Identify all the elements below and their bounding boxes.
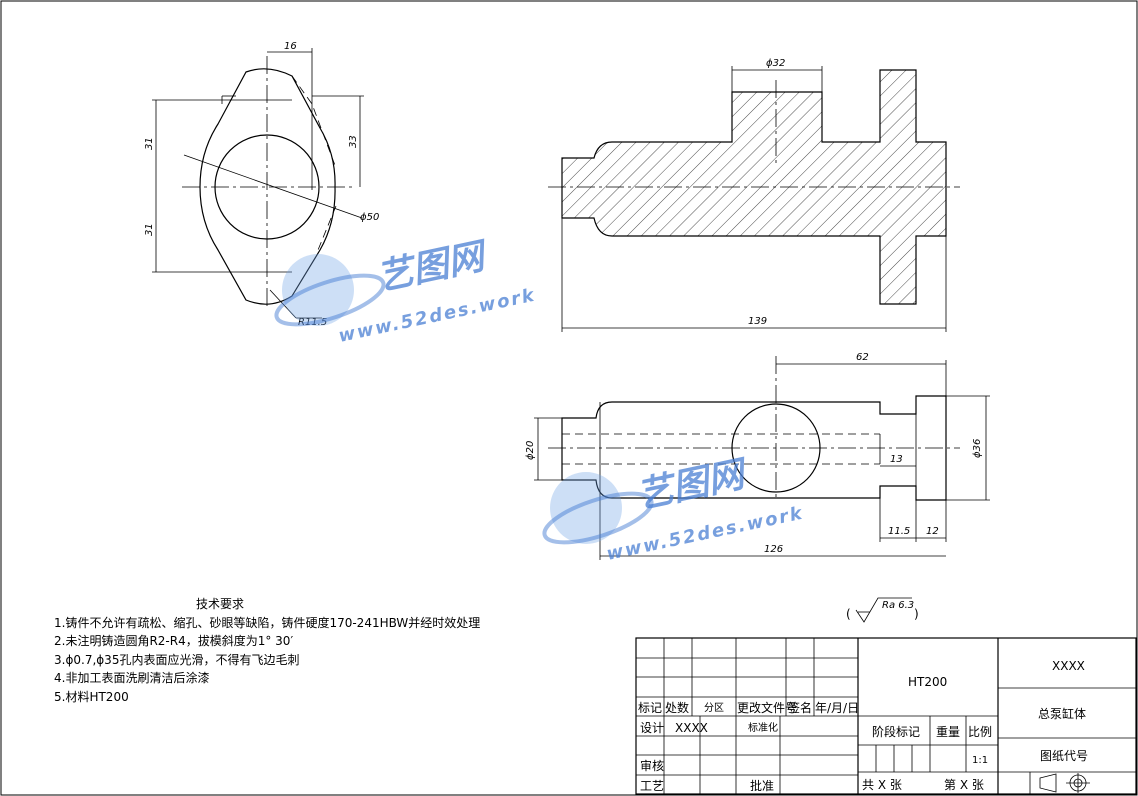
tb-process: 工艺: [640, 779, 664, 793]
tb-scale: 1:1: [972, 755, 988, 766]
watermark-cn-lower: 艺图网: [633, 453, 752, 517]
top-view: 16 31 31 33 ϕ50 R11.5: [144, 41, 379, 328]
dim-126: 126: [764, 544, 783, 555]
side-view: ϕ20 62 ϕ36 13 11.5 12 126: [525, 352, 990, 560]
tb-designer: XXXX: [675, 721, 708, 735]
dim-139: 139: [748, 316, 767, 327]
tb-zone: 分区: [704, 702, 724, 714]
dim-11-5: 11.5: [888, 526, 910, 537]
tb-material: HT200: [908, 675, 947, 689]
tb-date: 年/月/日: [815, 701, 859, 715]
projection-symbol-icon: [1039, 773, 1090, 793]
watermark-en-lower: www.52des.work: [605, 503, 806, 565]
watermark-cn-upper: 艺图网: [373, 235, 492, 299]
tb-change-doc: 更改文件号: [737, 700, 797, 715]
watermark-en-upper: www.52des.work: [337, 285, 538, 347]
tech-title: 技术要求: [196, 597, 244, 611]
tb-signature: 签名: [788, 700, 812, 715]
tb-scale-label: 比例: [968, 725, 992, 739]
watermark-upper: 艺图网 www.52des.work: [274, 235, 538, 347]
tb-part-name: 总泵缸体: [1038, 706, 1086, 721]
tb-weight: 重量: [936, 725, 960, 739]
roughness-value: Ra 6.3: [882, 600, 914, 611]
dim-phi36: ϕ36: [972, 439, 983, 458]
tech-item-1: 1.铸件不允许有疏松、缩孔、砂眼等缺陷，铸件硬度170-241HBW并经时效处理: [54, 615, 480, 630]
tb-review: 审核: [640, 758, 664, 773]
section-view: ϕ32 139: [548, 58, 960, 332]
dim-31-upper: 31: [144, 137, 155, 150]
dim-31-lower: 31: [144, 223, 155, 236]
svg-text:(: (: [846, 607, 851, 621]
tech-item-4: 4.非加工表面洗刷清洁后涂漆: [54, 670, 209, 685]
tech-item-2: 2.未注明铸造圆角R2-R4，拔模斜度为1° 30′: [54, 633, 293, 648]
title-block: 标记 处数 分区 更改文件号 签名 年/月/日 设计 XXXX 标准化 审核 工…: [635, 637, 1137, 795]
dim-33: 33: [348, 135, 359, 148]
tb-drawing-code: 图纸代号: [1040, 749, 1088, 763]
tech-item-5: 5.材料HT200: [54, 690, 129, 704]
tech-item-3: 3.ϕ0.7,ϕ35孔内表面应光滑，不得有飞边毛刺: [54, 652, 299, 667]
tb-mark: 标记: [638, 701, 662, 715]
dim-phi20: ϕ20: [525, 441, 536, 460]
dim-13: 13: [890, 454, 903, 465]
dim-16: 16: [284, 41, 297, 52]
dim-phi32: ϕ32: [766, 58, 785, 69]
tb-sheets-total: 共 X 张: [862, 778, 902, 792]
dim-phi50: ϕ50: [360, 212, 379, 223]
tb-count: 处数: [665, 700, 689, 715]
dim-12: 12: [926, 526, 939, 537]
tb-sheet-no: 第 X 张: [944, 778, 984, 792]
tb-design: 设计: [640, 721, 664, 735]
tb-standardize: 标准化: [748, 721, 778, 734]
tb-stage-mark: 阶段标记: [872, 724, 920, 739]
dim-62: 62: [856, 352, 869, 363]
tb-company: XXXX: [1052, 659, 1085, 673]
tb-approve: 批准: [750, 778, 774, 793]
tech-requirements: 技术要求 1.铸件不允许有疏松、缩孔、砂眼等缺陷，铸件硬度170-241HBW并…: [54, 597, 480, 704]
roughness-symbol: ( Ra 6.3 ): [846, 597, 919, 623]
svg-text:): ): [914, 607, 919, 621]
